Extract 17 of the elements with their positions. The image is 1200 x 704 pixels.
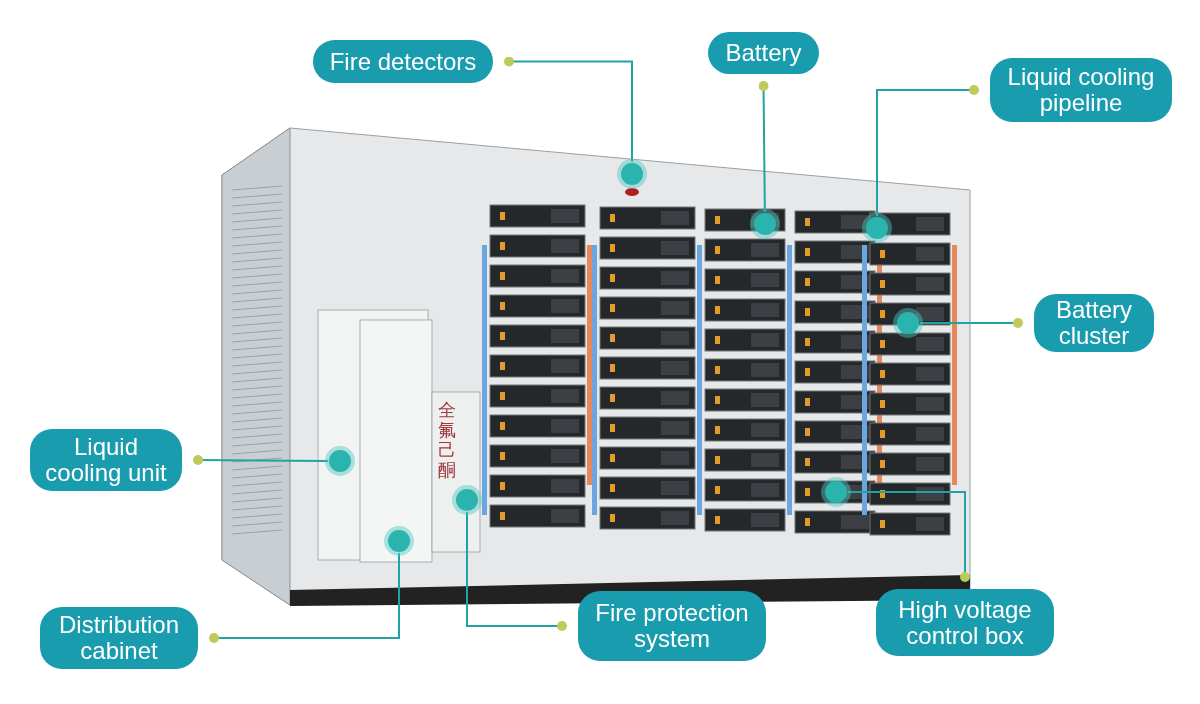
callout-label: Fire protection system: [578, 591, 766, 661]
leader-line: [847, 491, 970, 582]
callout-label: Liquid cooling unit: [30, 429, 182, 491]
callout-label: Distribution cabinet: [40, 607, 198, 669]
leader-line: [466, 511, 567, 631]
leader-line: [193, 455, 329, 465]
callout-label: Battery cluster: [1034, 294, 1154, 352]
callout-label: Battery: [708, 32, 819, 74]
callout-label: Fire detectors: [313, 40, 493, 83]
cabinet-lettering: 全氟己酮: [438, 400, 458, 480]
leader-line: [876, 85, 979, 217]
callout-label: Liquid cooling pipeline: [990, 58, 1172, 122]
callout-label: High voltage control box: [876, 589, 1054, 656]
leader-line: [209, 552, 400, 643]
leader-line: [758, 81, 769, 213]
leader-line: [919, 318, 1023, 328]
leader-line: [504, 56, 633, 163]
